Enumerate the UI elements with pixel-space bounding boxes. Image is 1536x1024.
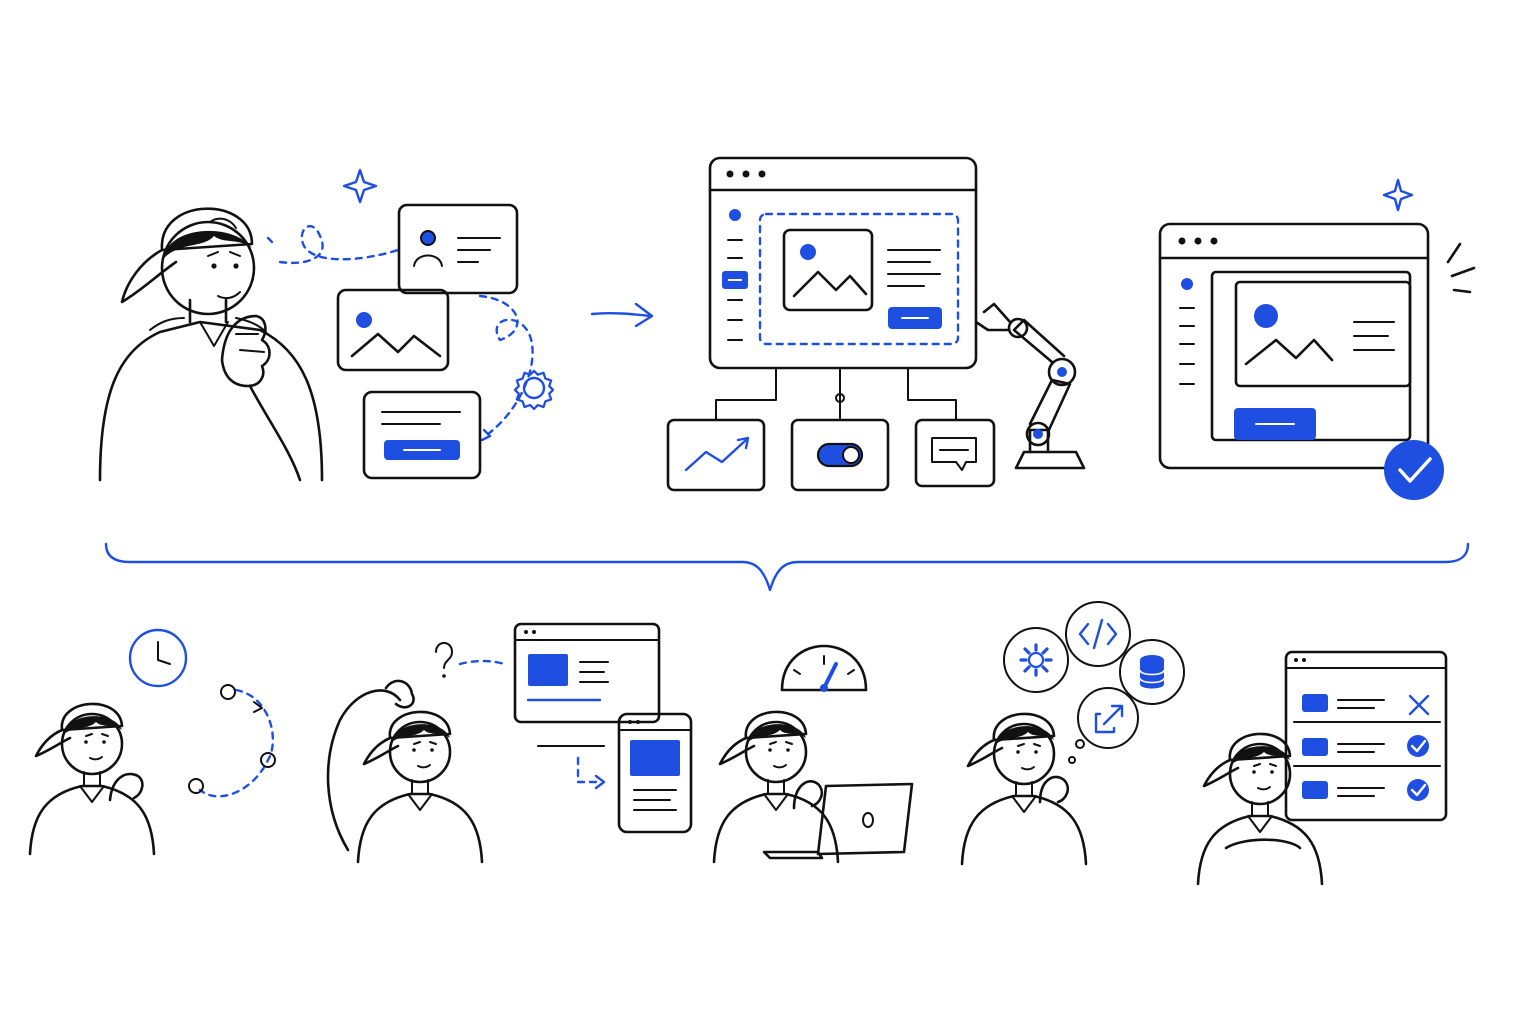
toggle-icon: [790, 418, 890, 492]
gear-icon: [513, 369, 555, 411]
arrow-right-icon: [590, 302, 654, 328]
laptop-icon: [762, 782, 914, 860]
shine-lines: [1446, 242, 1476, 294]
figure-integrations: [960, 601, 1185, 866]
designer-figure: [98, 207, 324, 482]
desktop-window-icon: [513, 622, 661, 747]
review-panel: [1284, 650, 1448, 822]
check-badge-icon: [1384, 440, 1444, 500]
figure-time-loop: [28, 628, 276, 856]
profile-card-icon: [397, 203, 519, 295]
cycle-path-icon: [188, 684, 276, 798]
check-icon: [1407, 779, 1429, 801]
figure-performance: [712, 644, 914, 864]
robot-arm-icon: [974, 302, 1086, 470]
line-chart-icon: [666, 418, 766, 492]
speedometer-icon: [780, 644, 868, 692]
section-brace: [104, 542, 1470, 592]
chat-bubble-icon: [914, 418, 996, 488]
gear-icon: [1003, 627, 1069, 693]
figure-responsive: [326, 622, 693, 864]
sparkle-icon: [342, 168, 378, 204]
result-window: [1158, 222, 1430, 470]
sparkle-icon: [1382, 178, 1414, 212]
mobile-window-icon: [576, 712, 693, 834]
check-icon: [1407, 735, 1429, 757]
builder-window: [708, 156, 978, 421]
image-card-icon: [336, 288, 450, 372]
figure-review: [1196, 650, 1448, 886]
database-icon: [1119, 639, 1185, 705]
x-icon: [1408, 694, 1430, 716]
clock-icon: [128, 628, 188, 688]
button-card-icon: [362, 390, 482, 480]
question-mark-icon: [435, 642, 506, 678]
code-icon: [1065, 601, 1131, 667]
external-link-icon: [1077, 687, 1139, 749]
